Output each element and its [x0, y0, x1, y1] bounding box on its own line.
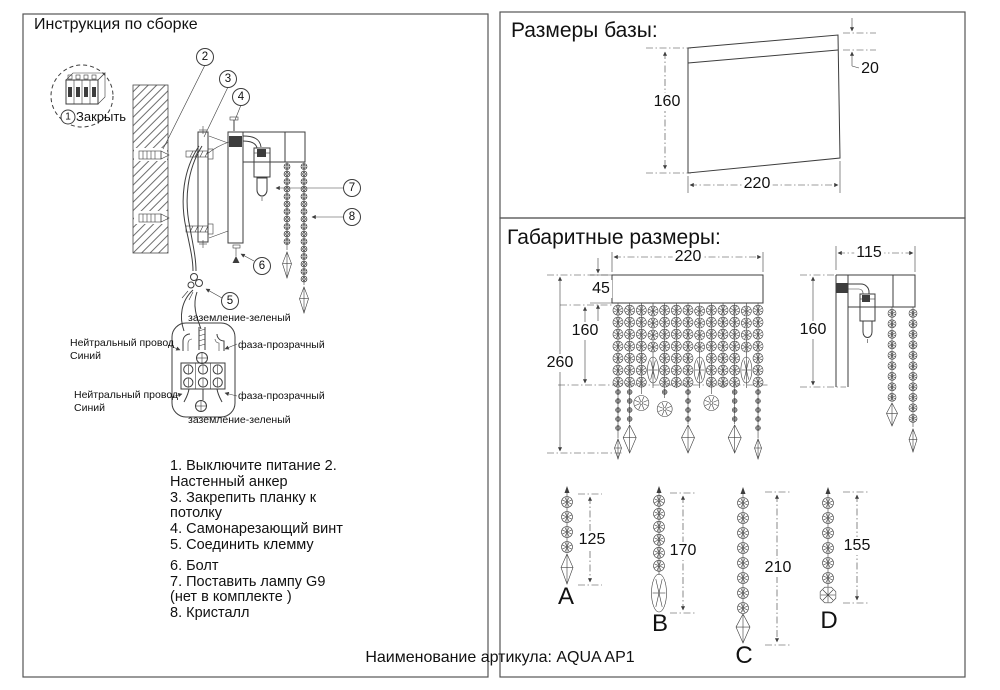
callout-5: 5: [221, 292, 239, 310]
inset-dashed-circle: [50, 64, 114, 128]
label-neutral-bottom-line2: Синий: [74, 401, 105, 414]
label-neutral-top-line2: Синий: [70, 349, 101, 362]
side-view: [800, 246, 918, 453]
dim-strand-b: 170: [667, 542, 699, 560]
callout-4: 4: [232, 88, 250, 106]
crystal-strands-left: [282, 162, 309, 314]
base-dimension-drawing: [646, 18, 876, 193]
dim-base-height: 160: [651, 93, 683, 111]
crystal-strands-side: [886, 307, 918, 453]
label-ground-bottom: заземление-зеленый: [188, 414, 291, 426]
step-line: (нет в комплекте ): [170, 589, 292, 606]
dim-strand-a: 125: [576, 531, 608, 549]
strand-letter-a: A: [557, 583, 575, 610]
dim-base-width: 220: [741, 175, 773, 193]
step-line: потолку: [170, 505, 223, 522]
wall-anchor: [138, 150, 170, 160]
terminal-block: [167, 322, 238, 418]
label-phase-top: фаза-прозрачный: [238, 339, 325, 351]
strand-detail-drawings: [560, 486, 837, 644]
bolt: [232, 244, 241, 263]
dim-strand-d: 155: [841, 537, 873, 555]
panel-borders: [22, 11, 966, 678]
strand-details: [560, 486, 868, 646]
strand-letter-d: D: [820, 607, 838, 634]
dim-front-width: 220: [672, 248, 704, 266]
mounting-plate: [197, 126, 209, 248]
dim-side-depth: 115: [854, 244, 884, 262]
front-view: [547, 252, 768, 460]
dim-front-plate-height: 45: [590, 280, 612, 298]
callout-7: 7: [343, 179, 361, 197]
lamp-body: [227, 116, 306, 263]
base-panel-title: Размеры базы:: [511, 19, 658, 42]
overall-panel-title: Габаритные размеры:: [507, 226, 721, 249]
step-line: 5. Соединить клемму: [170, 536, 314, 553]
breaker-icon: [65, 72, 106, 105]
callout-6: 6: [253, 257, 271, 275]
callout-3: 3: [219, 70, 237, 88]
step-line: 1. Выключите питание 2.: [170, 458, 337, 474]
assembly-steps: 1. Выключите питание 2. Настенный анкер …: [170, 458, 440, 622]
article-name: Наименование артикула: AQUA AP1: [365, 649, 635, 666]
dim-front-total-height: 260: [544, 354, 576, 372]
wires: [180, 141, 230, 332]
label-phase-bottom: фаза-прозрачный: [238, 390, 325, 402]
step-line: 8. Кристалл: [170, 605, 250, 622]
mounting-screw: [185, 148, 214, 160]
inset-step-number: 1: [60, 109, 76, 125]
label-neutral-bottom-line1: Нейтральный провод: [74, 389, 179, 401]
dim-base-depth: 20: [859, 60, 881, 78]
dim-side-height: 160: [797, 321, 829, 339]
step-line: 7. Поставить лампу G9: [170, 573, 326, 590]
step-line: Настенный анкер: [170, 473, 288, 490]
crystal-curtain: [612, 303, 764, 460]
callout-8: 8: [343, 208, 361, 226]
strand-letter-c: C: [735, 642, 753, 669]
label-ground-top: заземление-зеленый: [188, 312, 291, 324]
step-line: 6. Болт: [170, 557, 219, 574]
mounting-screw: [185, 223, 214, 235]
dim-strand-c: 210: [762, 559, 794, 577]
left-panel-title: Инструкция по сборке: [34, 16, 198, 33]
inset-label: Закрыть: [76, 109, 127, 124]
step-line: 4. Самонарезающий винт: [170, 521, 343, 538]
wall-section: [132, 84, 170, 254]
label-neutral-top-line1: Нейтральный провод: [70, 337, 175, 349]
callout-2: 2: [196, 48, 214, 66]
strand-letter-b: B: [651, 610, 669, 637]
assembly-diagram: [50, 64, 343, 418]
lamp-socket: [253, 147, 271, 178]
step-line: 3. Закрепить планку к: [170, 489, 317, 506]
label-neutral-bottom: Нейтральный провод Синий: [74, 389, 178, 414]
g9-bulb: [256, 177, 268, 201]
dim-front-curtain-height: 160: [569, 322, 601, 340]
wall-anchor: [138, 213, 170, 223]
label-neutral-top: Нейтральный провод Синий: [70, 337, 174, 362]
